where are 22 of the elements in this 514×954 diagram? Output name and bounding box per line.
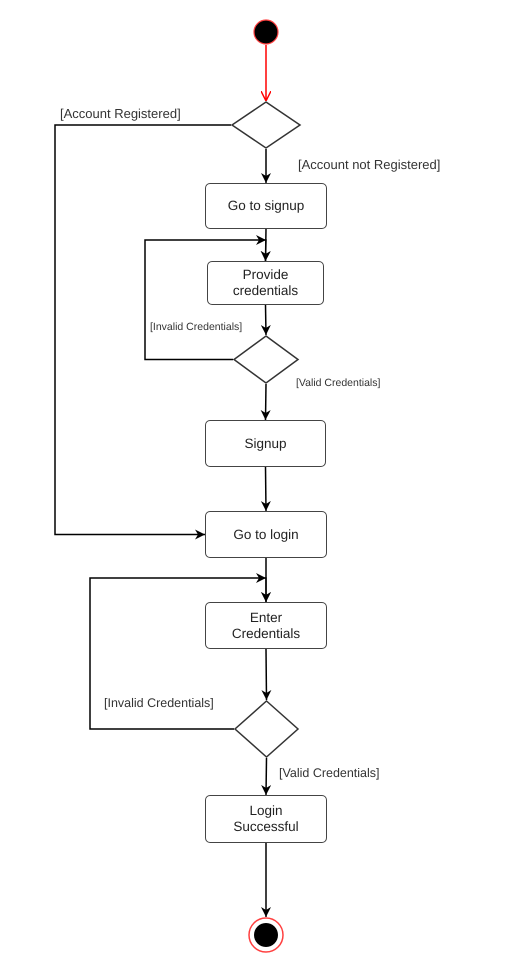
guard-label: [Invalid Credentials]: [150, 322, 242, 332]
action-box: [205, 183, 327, 229]
decision-diamond: [231, 101, 301, 149]
final-node: [248, 917, 284, 953]
action-box: [207, 261, 324, 305]
action-box: [205, 511, 327, 558]
decision-diamond: [234, 700, 299, 758]
action-label: Go to login: [233, 526, 299, 542]
action-label: Signup: [244, 436, 287, 452]
action-box: [205, 795, 327, 843]
guard-label: [Account not Registered]: [298, 158, 440, 171]
action-label: Provide credentials: [232, 267, 300, 299]
action-box: [205, 420, 326, 467]
action-box: [205, 602, 327, 649]
guard-label: [Valid Credentials]: [296, 378, 380, 388]
action-label: Login Successful: [232, 803, 300, 835]
action-label: Enter Credentials: [230, 610, 302, 642]
guard-label: [Account Registered]: [60, 107, 181, 120]
initial-node: [253, 19, 279, 45]
action-label: Go to signup: [228, 198, 304, 214]
guard-label: [Invalid Credentials]: [104, 697, 214, 710]
guard-label: [Valid Credentials]: [279, 767, 380, 780]
